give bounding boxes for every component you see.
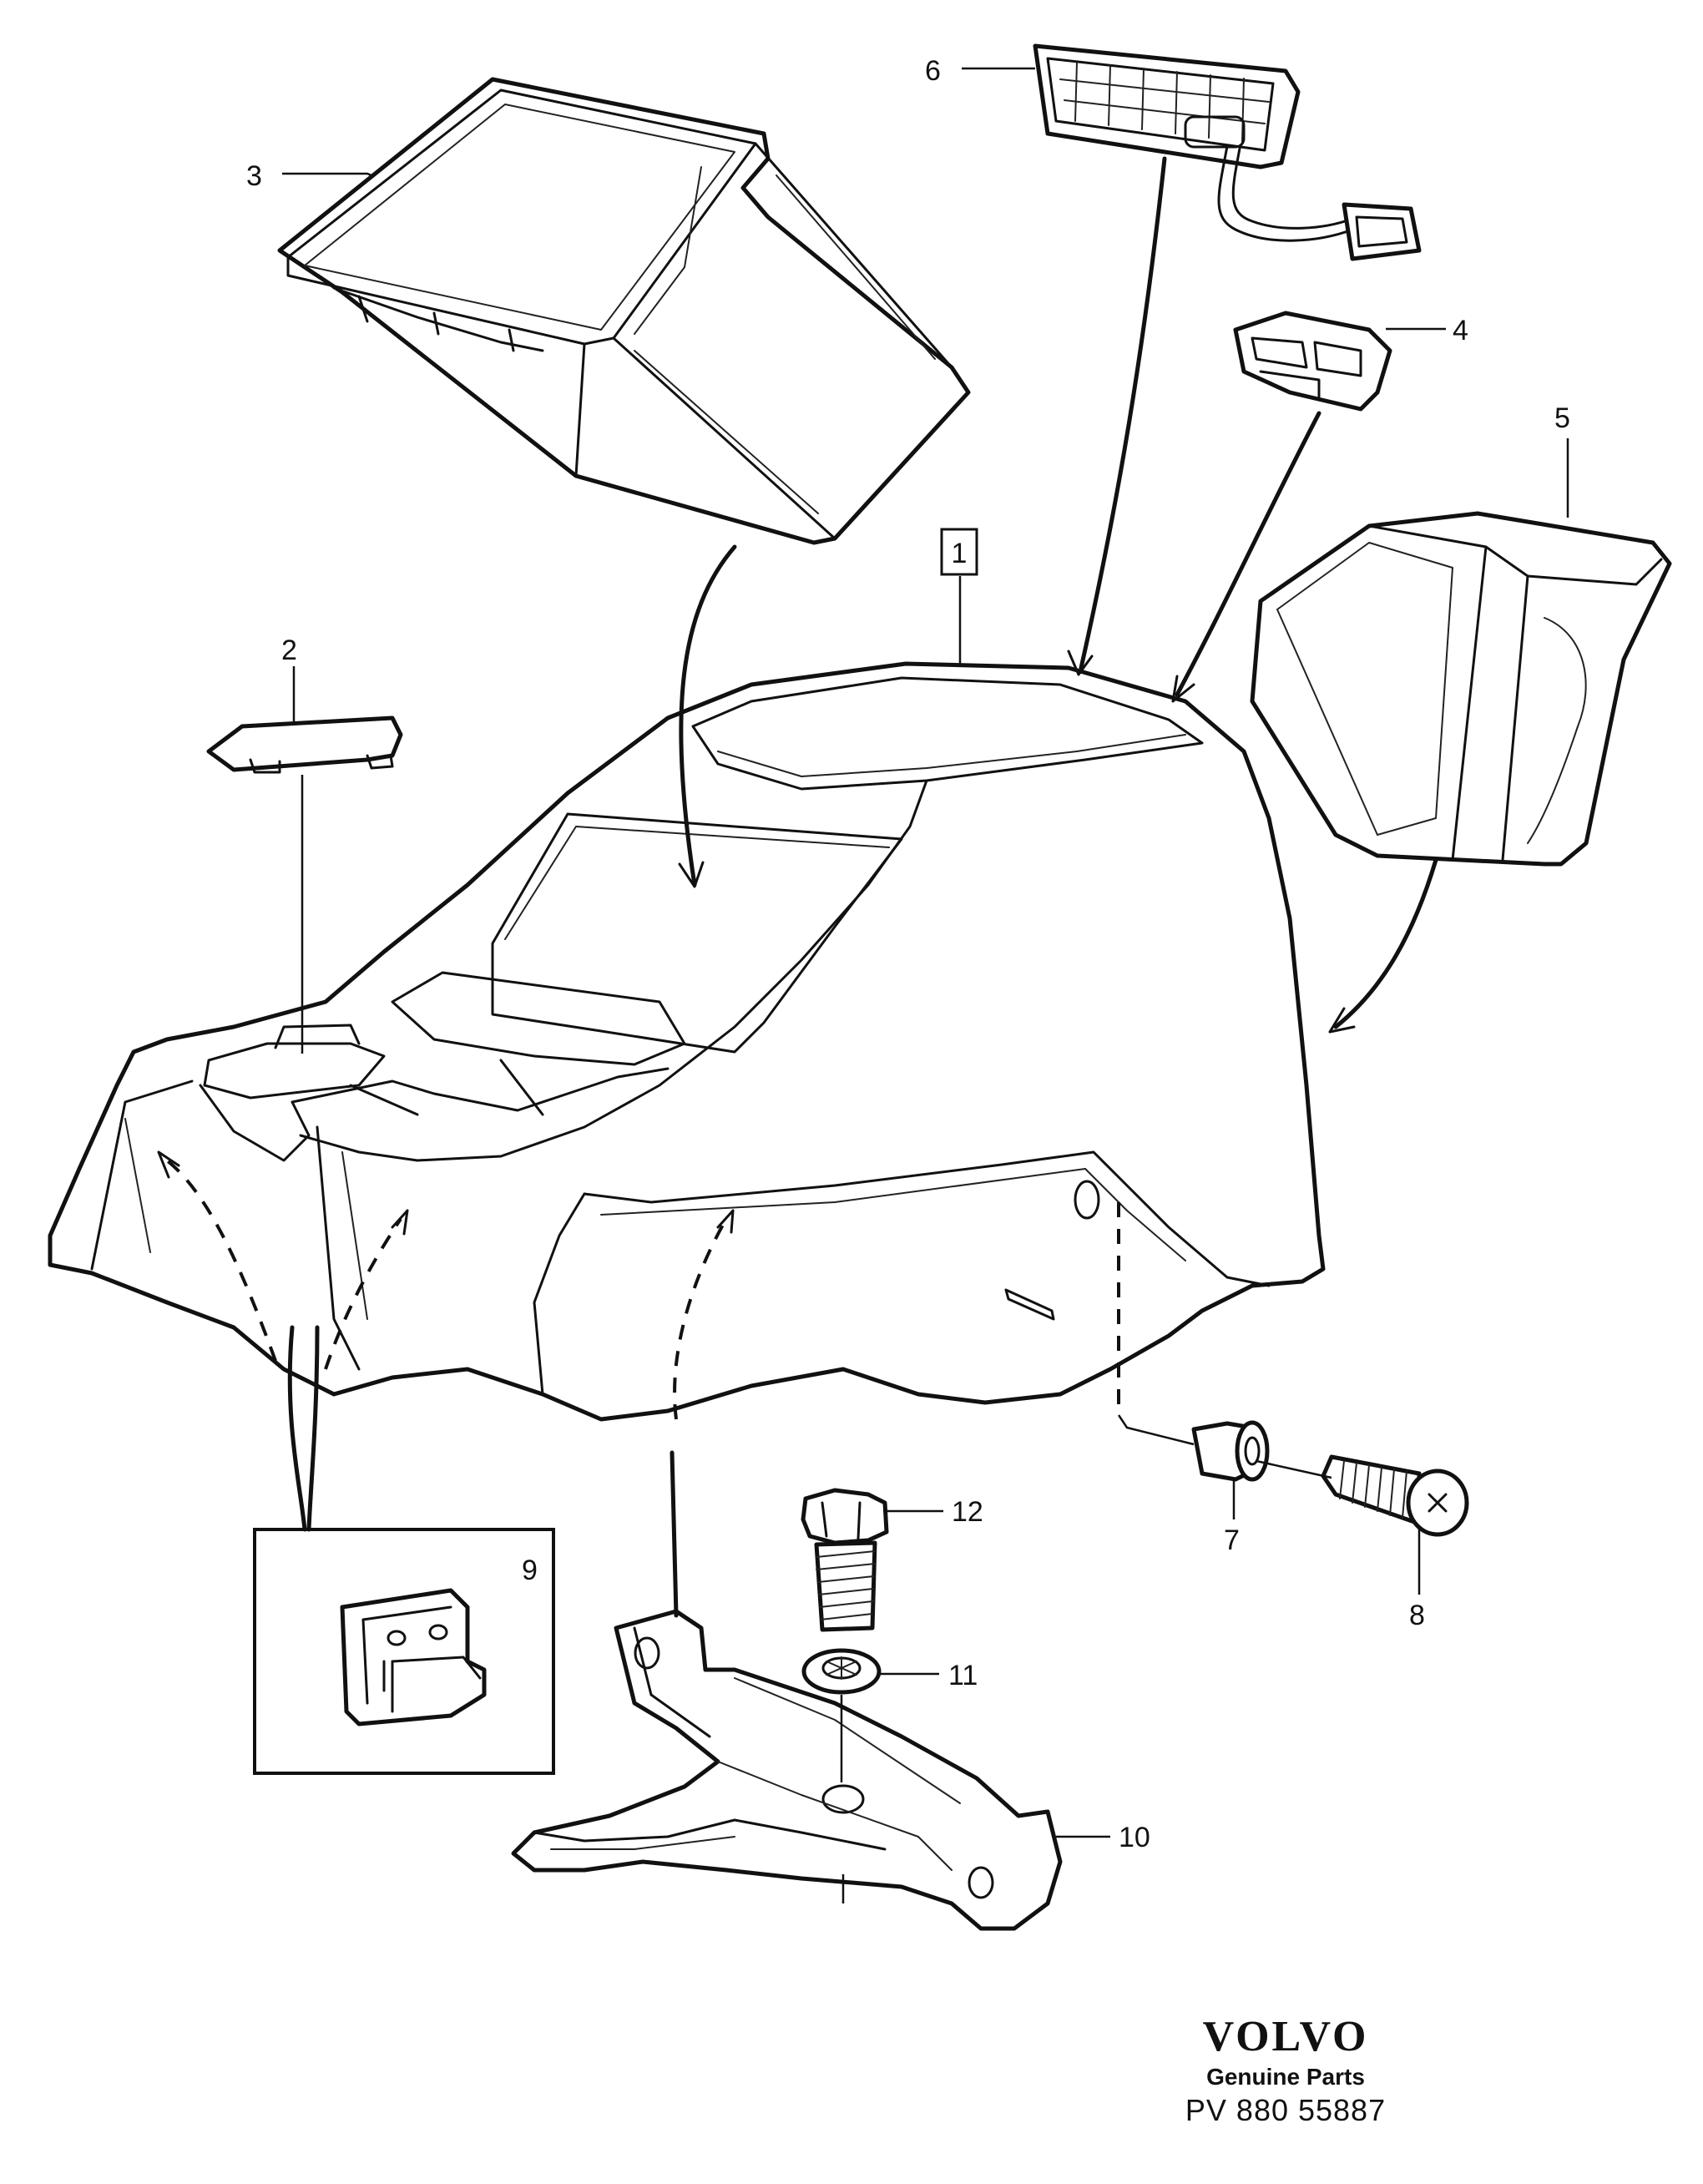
part-1-center-console bbox=[48, 661, 1326, 1422]
callout-10: 10 bbox=[1119, 1822, 1150, 1853]
part-6-switch-panel bbox=[1033, 43, 1422, 261]
callout-1: 1 bbox=[952, 538, 968, 569]
brand-subtitle: Genuine Parts bbox=[1206, 2064, 1365, 2090]
callout-box-1 bbox=[940, 528, 978, 576]
callout-6: 6 bbox=[925, 55, 941, 87]
callout-8: 8 bbox=[1409, 1600, 1425, 1631]
part-10-bracket bbox=[511, 1609, 1063, 1931]
callout-12: 12 bbox=[952, 1496, 983, 1528]
callout-3: 3 bbox=[246, 160, 262, 192]
part-code: PV 880 55887 bbox=[1185, 2093, 1387, 2127]
callout-labels: 1 2 3 4 5 6 7 8 9 10 11 12 bbox=[246, 55, 1570, 1853]
callout-5: 5 bbox=[1554, 402, 1570, 434]
part-2-small-cover bbox=[206, 715, 403, 774]
callout-7: 7 bbox=[1224, 1524, 1240, 1556]
part-7-grommet bbox=[1191, 1420, 1270, 1482]
part-12-bolt bbox=[801, 1488, 889, 1632]
assembly-arrows bbox=[287, 156, 1438, 1782]
part-5-side-panel bbox=[1250, 511, 1672, 867]
callout-11: 11 bbox=[948, 1660, 978, 1691]
part-8-screw bbox=[1321, 1454, 1469, 1537]
part-3-armrest-lid bbox=[277, 77, 971, 545]
callout-leaders bbox=[282, 67, 1569, 1903]
part-11-washer bbox=[801, 1648, 882, 1695]
part-4-clip bbox=[1233, 311, 1392, 412]
volvo-logo: VOLVO bbox=[1202, 2013, 1369, 2060]
brand-block: VOLVO Genuine Parts PV 880 55887 bbox=[1152, 2012, 1419, 2129]
callout-9: 9 bbox=[522, 1555, 538, 1586]
callout-2: 2 bbox=[281, 634, 297, 666]
callout-4: 4 bbox=[1453, 315, 1468, 346]
part-9-boxed-clip bbox=[253, 1528, 555, 1775]
